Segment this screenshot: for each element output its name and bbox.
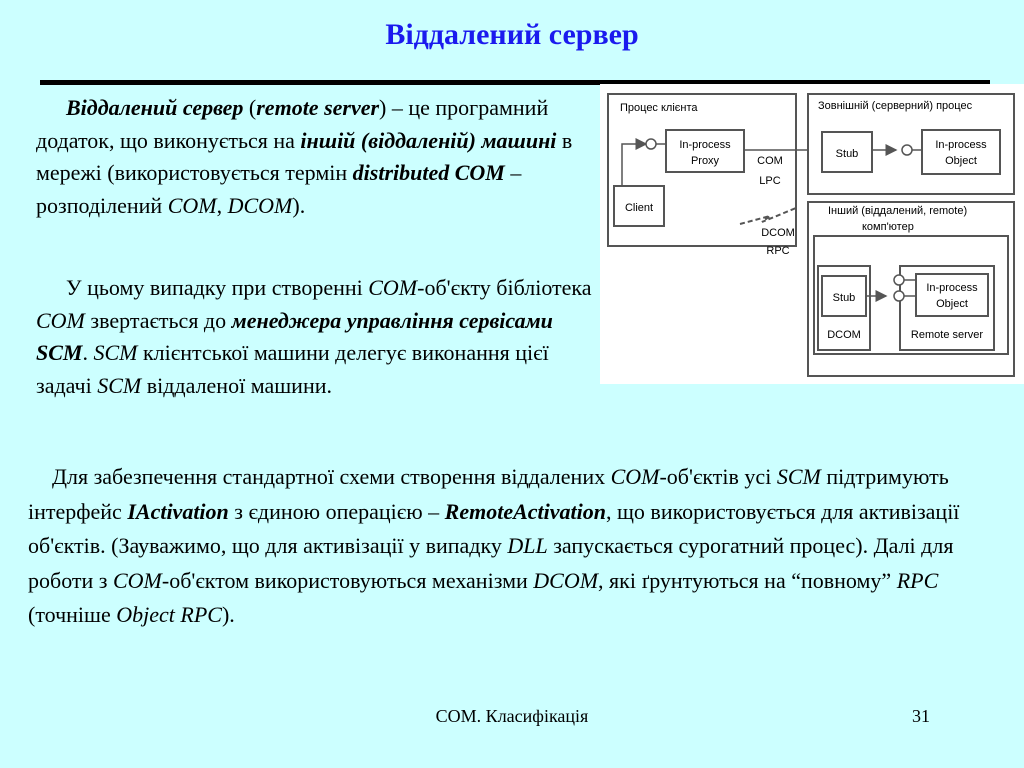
svg-text:Stub: Stub — [833, 292, 856, 304]
svg-text:Object: Object — [945, 155, 977, 167]
term-remote-server: Віддалений сервер — [66, 95, 244, 120]
stub-remote-box — [821, 275, 867, 317]
proxy-interface-icon — [645, 138, 657, 150]
remote-server-label: Remote server — [911, 329, 983, 341]
client-box — [613, 185, 665, 227]
dcom-link-label: DCOM — [761, 227, 795, 239]
term-scm: менеджера управління сервісами SCM — [36, 307, 553, 366]
svg-text:In-process: In-process — [679, 139, 731, 151]
svg-text:Object: Object — [936, 298, 968, 310]
title-divider — [40, 80, 990, 85]
object-remote-box — [915, 273, 989, 317]
definition-paragraph: Віддалений сервер (remote server) – це п… — [36, 95, 573, 218]
client-process-label: Процес клієнта — [620, 102, 698, 114]
remote-server-diagram: Процес клієнта In-process Proxy Client C… — [600, 84, 1024, 384]
page-number: 31 — [912, 706, 930, 726]
iactivation-paragraph: Для забезпечення стандартної схеми створ… — [28, 464, 960, 627]
outer-process-label: Зовнішній (серверний) процес — [818, 100, 973, 112]
rpc-label: RPC — [766, 245, 789, 257]
remote-computer-label-1: Інший (віддалений, remote) — [828, 205, 967, 217]
term-iactivation: IActivation — [127, 498, 229, 524]
scm-paragraph: У цьому випадку при створенні COM-об'єкт… — [36, 275, 592, 398]
remote-computer-label-2: комп'ютер — [862, 221, 914, 233]
stub-outer-box — [821, 131, 873, 173]
term-remote-activation: RemoteActivation — [444, 498, 606, 524]
svg-text:Stub: Stub — [836, 148, 859, 160]
com-label: COM — [757, 155, 783, 167]
diagram-svg: Процес клієнта In-process Proxy Client C… — [607, 93, 1015, 377]
svg-text:DCOM: DCOM — [827, 329, 861, 341]
slide-footer: COM. Класифікація — [435, 706, 589, 726]
remote-server-interface-icon — [893, 274, 905, 286]
object-remote-interface-icon — [893, 290, 905, 302]
slide-title: Віддалений сервер — [385, 18, 639, 51]
svg-text:In-process: In-process — [926, 282, 978, 294]
object-outer-box — [921, 129, 1001, 175]
dcom-rpc-link — [739, 207, 797, 225]
svg-text:In-process: In-process — [935, 139, 987, 151]
proxy-box — [665, 129, 745, 173]
svg-text:Proxy: Proxy — [691, 155, 720, 167]
object-outer-interface-icon — [901, 144, 913, 156]
client-proxy-connector — [621, 138, 648, 186]
client-label: Client — [625, 202, 653, 214]
lpc-label: LPC — [759, 175, 780, 187]
